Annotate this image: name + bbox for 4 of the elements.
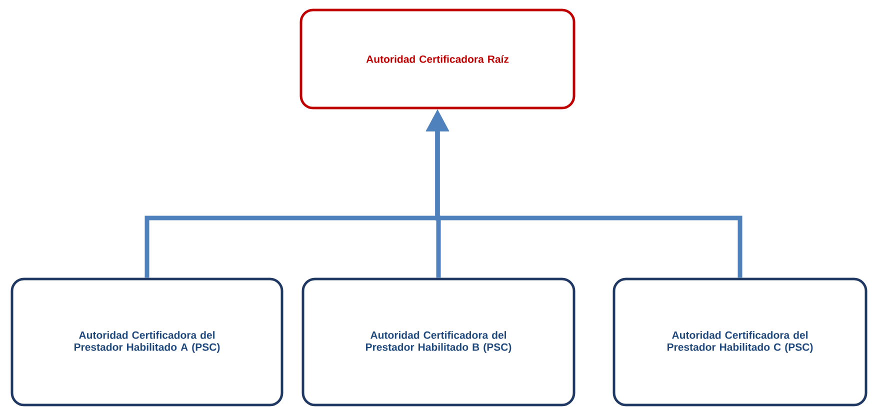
root-box: Autoridad Certificadora Raíz xyxy=(300,8,576,110)
authority-box: Autoridad Certificadora del Prestador Habilitado B (PSC) xyxy=(302,278,576,406)
authority-box: Autoridad Certificadora del Prestador Habilitado C (PSC) xyxy=(612,278,868,406)
authority-box: Autoridad Certificadora del Prestador Habilitado A (PSC) xyxy=(10,278,284,406)
